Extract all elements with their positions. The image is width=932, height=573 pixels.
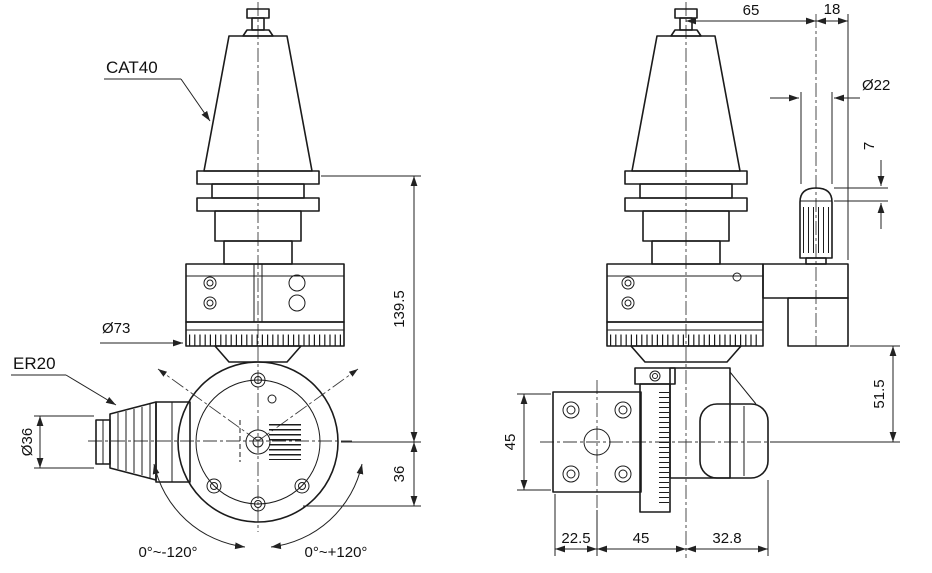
centerlines-front [88,2,359,532]
dim-bottom-right: 32.8 [712,530,741,547]
dim-body-to-axis: 51.5 [871,379,888,408]
front-view: CAT40 ER20 Ø36 Ø73 139.5 36 0°~-120° 0°~… [11,2,421,561]
dim-axis-to-bottom: 36 [391,466,408,483]
dim-swing-positive: 0°~+120° [305,544,368,561]
stop-knob-side [799,187,833,265]
dim-stop-to-edge: 18 [824,1,841,18]
mount-plate-side [552,391,642,493]
housing-body-front [185,263,345,323]
dim-bottom-mid: 45 [633,530,650,547]
dim-stop-step: 7 [861,142,878,150]
side-view: 65 18 Ø22 7 51.5 45 [502,1,900,558]
dim-collet-diameter: Ø36 [19,428,36,456]
dim-bottom-left: 22.5 [561,530,590,547]
graduated-ring-front [185,321,345,363]
elbow-assembly-side [634,367,769,513]
dim-axis-to-stop: 65 [743,2,760,19]
dim-stop-diameter: Ø22 [862,77,890,94]
dim-flange-height: 45 [502,434,519,451]
cat40-label: CAT40 [106,58,158,77]
dim-flange-to-axis: 139.5 [391,290,408,328]
dim-ring-diameter: Ø73 [102,320,130,337]
centerlines-side [540,2,817,558]
front-dimensions: CAT40 ER20 Ø36 Ø73 139.5 36 0°~-120° 0°~… [11,58,421,561]
er20-spindle-front [95,401,191,483]
dim-swing-negative: 0°~-120° [138,544,197,561]
er20-label: ER20 [13,354,56,373]
housing-body-side [606,263,849,347]
graduated-ring-side [606,321,764,363]
side-dimensions: 65 18 Ø22 7 51.5 45 [502,1,900,556]
